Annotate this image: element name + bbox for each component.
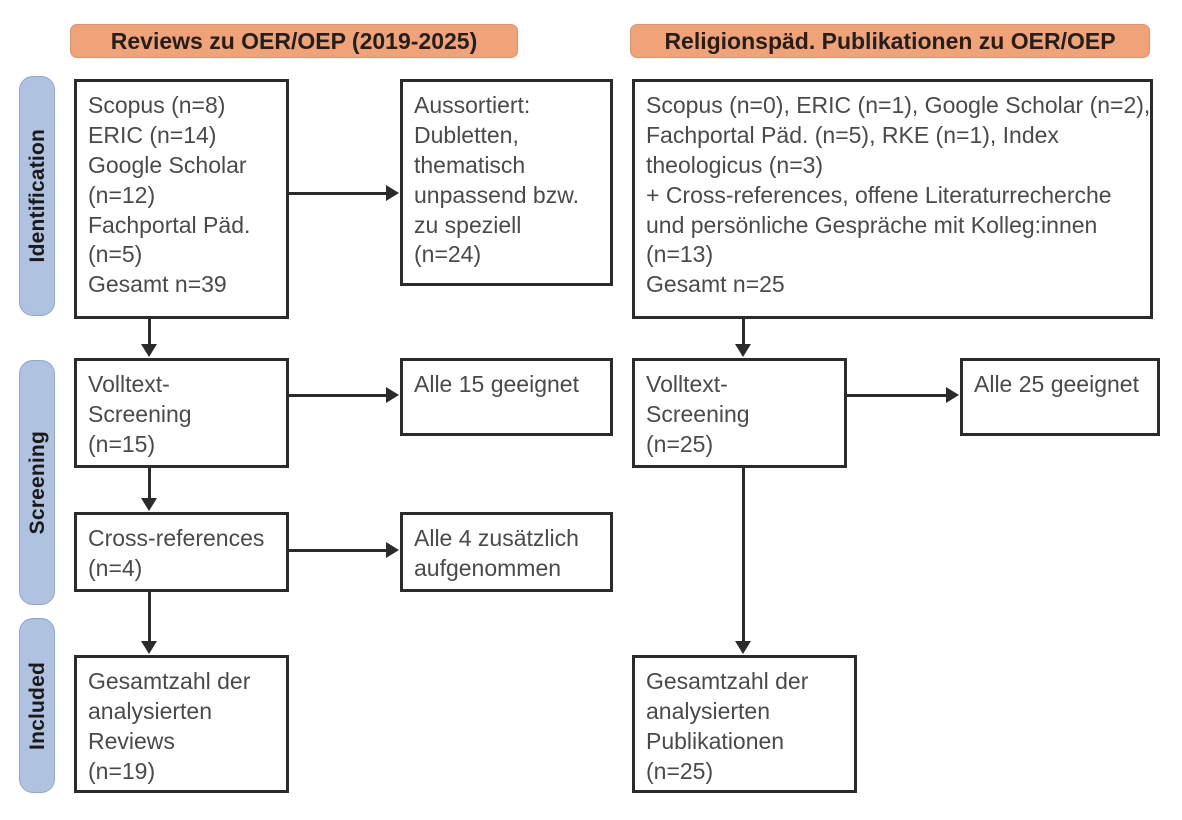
right-included-line-2: analysierten bbox=[646, 697, 771, 724]
stage-label-identification: Identification bbox=[19, 76, 55, 316]
left-crossref-box: Cross-references (n=4) bbox=[74, 512, 289, 592]
left-included-line-4: (n=19) bbox=[88, 757, 156, 784]
right-identification-line-5: und persönliche Gespräche mit Kolleg:inn… bbox=[646, 211, 1098, 238]
connector-left-crossref-to-included bbox=[148, 592, 151, 644]
left-screening-line-2: Screening bbox=[88, 400, 192, 427]
left-excluded-line-5: zu speziell bbox=[414, 211, 522, 238]
arrowhead-right-screening-to-included bbox=[735, 641, 751, 654]
stage-label-included-text: Included bbox=[25, 661, 49, 750]
right-identification-line-6: (n=13) bbox=[646, 241, 714, 268]
arrowhead-right-screening-to-result bbox=[946, 387, 959, 403]
left-crossref-result-box: Alle 4 zusätzlich aufgenommen bbox=[400, 512, 613, 592]
right-screening-line-1: Volltext- bbox=[646, 371, 728, 397]
right-identification-line-7: Gesamt n=25 bbox=[646, 271, 785, 298]
connector-left-identification-to-screening bbox=[148, 319, 151, 347]
left-excluded-line-3: thematisch bbox=[414, 151, 526, 178]
right-included-line-3: Publikationen bbox=[646, 727, 785, 754]
right-screening-box: Volltext- Screening (n=25) bbox=[632, 358, 847, 468]
left-screening-result-box: Alle 15 geeignet bbox=[400, 358, 613, 436]
arrowhead-left-crossref-to-included bbox=[141, 641, 157, 654]
column-header-reviews-label: Reviews zu OER/OEP (2019-2025) bbox=[110, 27, 478, 54]
right-identification-box: Scopus (n=0), ERIC (n=1), Google Scholar… bbox=[632, 79, 1153, 319]
left-included-box: Gesamtzahl der analysierten Reviews (n=1… bbox=[74, 655, 289, 793]
left-identification-line-1: Scopus (n=8) bbox=[88, 92, 226, 118]
left-crossref-line-2: (n=4) bbox=[88, 554, 143, 581]
left-crossref-line-1: Cross-references bbox=[88, 525, 265, 551]
arrowhead-right-identification-to-screening bbox=[735, 344, 751, 357]
left-excluded-line-1: Aussortiert: bbox=[414, 92, 531, 118]
right-identification-line-3: theologicus (n=3) bbox=[646, 151, 824, 178]
right-included-box: Gesamtzahl der analysierten Publikatione… bbox=[632, 655, 857, 793]
left-identification-line-2: ERIC (n=14) bbox=[88, 121, 217, 148]
left-excluded-line-2: Dubletten, bbox=[414, 121, 519, 148]
right-screening-line-3: (n=25) bbox=[646, 430, 714, 457]
right-identification-line-4: + Cross-references, offene Literaturrech… bbox=[646, 181, 1112, 208]
connector-right-identification-to-screening bbox=[742, 319, 745, 347]
stage-label-identification-text: Identification bbox=[25, 129, 49, 263]
connector-left-identification-to-excluded bbox=[289, 192, 386, 195]
arrowhead-left-crossref-to-result bbox=[386, 542, 399, 558]
left-included-line-3: Reviews bbox=[88, 727, 175, 754]
stage-label-screening-text: Screening bbox=[25, 430, 49, 535]
left-excluded-box: Aussortiert: Dubletten, thematisch unpas… bbox=[400, 79, 613, 286]
arrowhead-left-identification-to-excluded bbox=[386, 185, 399, 201]
connector-left-crossref-to-result bbox=[289, 549, 386, 552]
left-screening-line-1: Volltext- bbox=[88, 371, 170, 397]
stage-label-included: Included bbox=[19, 618, 55, 793]
right-screening-result-line-1: Alle 25 geeignet bbox=[974, 371, 1139, 397]
left-identification-line-5: Fachportal Päd. bbox=[88, 211, 251, 238]
column-header-publications-label: Religionspäd. Publikationen zu OER/OEP bbox=[664, 27, 1116, 54]
left-identification-box: Scopus (n=8) ERIC (n=14) Google Scholar … bbox=[74, 79, 289, 319]
left-included-line-2: analysierten bbox=[88, 697, 213, 724]
stage-label-screening: Screening bbox=[19, 360, 55, 605]
left-screening-line-3: (n=15) bbox=[88, 430, 156, 457]
column-header-reviews: Reviews zu OER/OEP (2019-2025) bbox=[70, 24, 518, 58]
left-crossref-result-line-2: aufgenommen bbox=[414, 554, 562, 581]
right-included-line-4: (n=25) bbox=[646, 757, 714, 784]
left-identification-line-7: Gesamt n=39 bbox=[88, 271, 227, 298]
arrowhead-left-identification-to-screening bbox=[141, 344, 157, 357]
column-header-publications: Religionspäd. Publikationen zu OER/OEP bbox=[630, 24, 1150, 58]
connector-left-screening-to-result bbox=[289, 394, 386, 397]
right-identification-line-1: Scopus (n=0), ERIC (n=1), Google Scholar… bbox=[646, 92, 1151, 118]
left-identification-line-6: (n=5) bbox=[88, 241, 143, 268]
left-identification-line-3: Google Scholar bbox=[88, 151, 247, 178]
left-included-line-1: Gesamtzahl der bbox=[88, 668, 251, 694]
left-excluded-line-6: (n=24) bbox=[414, 241, 482, 268]
left-excluded-line-4: unpassend bzw. bbox=[414, 181, 579, 208]
connector-right-screening-to-result bbox=[847, 394, 946, 397]
right-identification-line-2: Fachportal Päd. (n=5), RKE (n=1), Index bbox=[646, 121, 1059, 148]
left-crossref-result-line-1: Alle 4 zusätzlich bbox=[414, 525, 579, 551]
arrowhead-left-screening-to-result bbox=[386, 387, 399, 403]
left-screening-result-line-1: Alle 15 geeignet bbox=[414, 371, 579, 397]
connector-left-screening-to-crossref bbox=[148, 468, 151, 502]
left-identification-line-4: (n=12) bbox=[88, 181, 156, 208]
right-screening-result-box: Alle 25 geeignet bbox=[960, 358, 1160, 436]
connector-right-screening-to-included bbox=[742, 468, 745, 646]
arrowhead-left-screening-to-crossref bbox=[141, 498, 157, 511]
right-screening-line-2: Screening bbox=[646, 400, 750, 427]
right-included-line-1: Gesamtzahl der bbox=[646, 668, 809, 694]
left-screening-box: Volltext- Screening (n=15) bbox=[74, 358, 289, 468]
